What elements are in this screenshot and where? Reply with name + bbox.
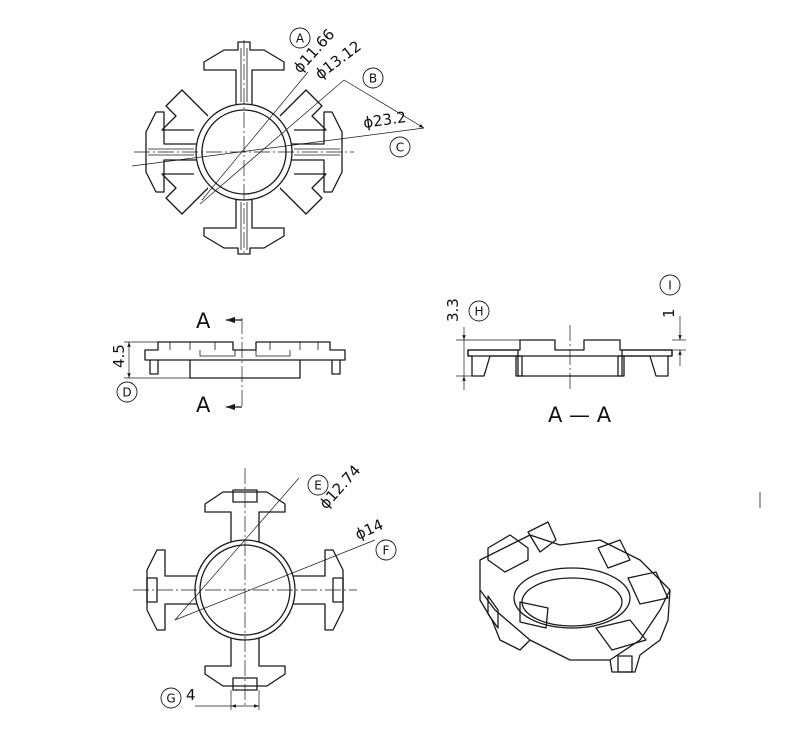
bottom-view xyxy=(133,468,376,710)
callout-label-b: B xyxy=(369,72,377,86)
callout-label-f: F xyxy=(383,544,390,558)
callout-circle-a xyxy=(289,27,311,49)
leader-f xyxy=(174,539,376,621)
callout-circle-b xyxy=(362,67,384,89)
dim-thickness: 1 xyxy=(660,308,678,318)
callout-label-h: H xyxy=(474,305,483,319)
callout-circle-c xyxy=(389,136,411,158)
callout-label-c: C xyxy=(396,141,404,155)
callout-circle-i xyxy=(659,274,681,296)
bottom-view-annotations: ϕ12.74 ϕ14 E F G 4 xyxy=(160,461,397,709)
callout-label-g: G xyxy=(166,692,175,706)
top-view xyxy=(131,40,425,256)
hatched-section-right xyxy=(621,349,673,377)
callout-label-i: I xyxy=(668,279,672,293)
inner-ring xyxy=(201,109,287,195)
hatched-section-left xyxy=(467,349,519,377)
leader-e xyxy=(174,477,300,621)
side-view-annotations: A A 4.5 D xyxy=(110,309,211,417)
section-view-annotations: 3.3 H I 1 A — A xyxy=(444,274,681,427)
leader-a xyxy=(201,71,309,201)
section-title: A — A xyxy=(548,403,612,427)
iso-bore-inner xyxy=(521,577,623,627)
leader-b xyxy=(199,79,345,205)
callout-circle-g xyxy=(160,687,182,709)
callout-label-a: A xyxy=(296,32,305,46)
section-label-top: A xyxy=(196,309,211,333)
dim-arrow-outer xyxy=(343,79,425,129)
callout-circle-f xyxy=(375,539,397,561)
isometric-view xyxy=(479,521,671,673)
dim-bottom-outer-diameter: ϕ14 xyxy=(352,515,386,543)
callout-circle-e xyxy=(307,474,329,496)
bobbin-outline xyxy=(145,41,343,255)
callout-circle-h xyxy=(468,300,490,322)
dim-height: 4.5 xyxy=(110,344,128,368)
section-label-bottom: A xyxy=(196,393,211,417)
callout-circle-d xyxy=(116,381,138,403)
section-view xyxy=(456,316,686,392)
dim-section-height: 3.3 xyxy=(444,298,462,322)
callout-label-e: E xyxy=(314,479,322,493)
dim-width: 4 xyxy=(186,686,196,704)
side-view xyxy=(124,316,346,411)
iso-bore-outer xyxy=(513,567,631,629)
outer-ring xyxy=(195,103,293,201)
callout-label-d: D xyxy=(122,386,131,400)
leader-c xyxy=(131,127,425,167)
dim-outer-diameter: ϕ23.2 xyxy=(362,108,407,132)
